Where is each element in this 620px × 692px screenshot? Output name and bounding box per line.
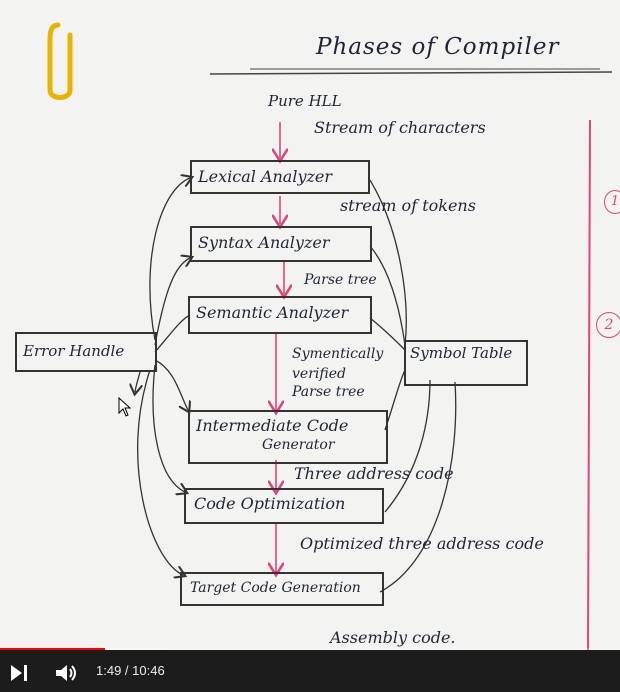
time-display: 1:49 / 10:46 xyxy=(96,663,165,678)
phase-lexical-analyzer: Lexical Analyzer xyxy=(190,160,370,194)
volume-button[interactable] xyxy=(54,662,80,684)
phase-intermediate-code-generator: Intermediate Code Generator xyxy=(188,410,388,464)
input-label: Pure HLL xyxy=(268,92,342,110)
three-address-label: Three address code xyxy=(294,464,454,483)
phase-target-code-generation: Target Code Generation xyxy=(180,572,384,606)
margin-mark-2: 2 xyxy=(596,312,620,338)
stream-characters-label: Stream of characters xyxy=(314,118,486,137)
semantic-note-2: verified xyxy=(292,366,346,382)
semantic-note-3: Parse tree xyxy=(292,384,365,400)
phase-code-optimization: Code Optimization xyxy=(184,488,384,524)
player-controls: 1:49 / 10:46 xyxy=(0,650,620,692)
stream-tokens-label: stream of tokens xyxy=(340,196,476,215)
optimized-label: Optimized three address code xyxy=(300,534,544,553)
margin-line xyxy=(587,119,591,650)
parse-tree-label: Parse tree xyxy=(304,272,377,288)
assembly-label: Assembly code. xyxy=(330,628,456,647)
phase-semantic-analyzer: Semantic Analyzer xyxy=(188,296,372,334)
page-title: Phases of Compiler xyxy=(316,34,560,60)
symbol-table-box: Symbol Table xyxy=(404,340,528,386)
title-underline xyxy=(209,71,613,75)
diagram-lines xyxy=(47,22,613,650)
phase-syntax-analyzer: Syntax Analyzer xyxy=(190,226,372,262)
error-handler-box: Error Handle xyxy=(15,332,157,372)
margin-mark-1: 1 xyxy=(604,190,620,214)
video-frame[interactable]: Phases of Compiler Pure HLL Stream of ch… xyxy=(0,0,620,650)
mouse-cursor-icon xyxy=(118,397,132,417)
next-button[interactable] xyxy=(8,662,30,684)
semantic-note-1: Symentically xyxy=(292,346,384,362)
paper-clip-icon xyxy=(47,22,73,100)
